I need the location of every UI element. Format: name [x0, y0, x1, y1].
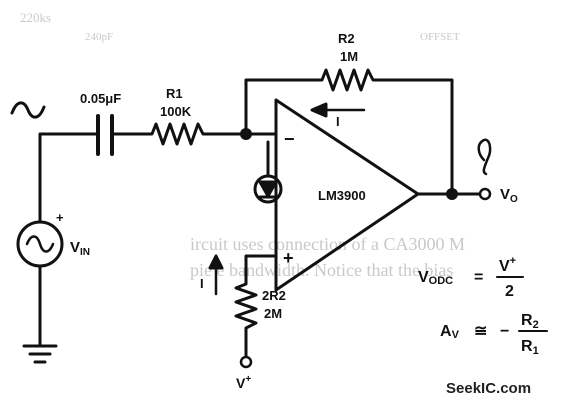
vo-label: VO [500, 186, 518, 205]
output-waveform-symbol [477, 138, 492, 176]
av-denominator: R1 [521, 338, 539, 357]
r1-name: R1 [166, 86, 183, 101]
bleed-through-text: ircuit uses connection of a CA3000 M pie… [20, 10, 465, 280]
current-mirror-diode [253, 140, 283, 204]
av-lhs: AV [440, 323, 460, 341]
watermark: SeekIC.com [446, 380, 531, 397]
vplus-terminal [239, 355, 253, 369]
ground-symbol [22, 344, 58, 364]
av-approx: ≅ [474, 323, 487, 340]
vodc-denominator: 2 [505, 283, 514, 300]
vplus-label: V+ [236, 374, 251, 391]
opamp-label: LM3900 [318, 188, 366, 203]
bias-current-arrow [208, 254, 224, 296]
av-minus: − [500, 323, 509, 340]
inverting-sign: − [284, 129, 295, 149]
bleed-top-right: OFFSET [420, 31, 460, 43]
vodc-lhs: VODC [418, 269, 453, 287]
bias-current-label: I [200, 276, 204, 291]
r2-value: 1M [340, 49, 358, 64]
input-capacitor [96, 114, 142, 156]
vo-terminal [478, 187, 492, 201]
bleed-top-left: 220ks [20, 10, 51, 25]
vodc-numerator: V+ [499, 255, 516, 275]
r3-name: 2R2 [262, 288, 286, 303]
feedback-current-label: I [336, 114, 340, 129]
r2-name: R2 [338, 31, 355, 46]
resistor-2r2 [234, 274, 258, 360]
capacitor-label: 0.05μF [80, 91, 121, 106]
source-plus-sign: + [56, 210, 64, 225]
feedback-current-arrow [310, 102, 366, 118]
bleed-top-mid: 240pF [85, 31, 113, 43]
vin-source [16, 220, 64, 348]
vin-label: VIN [70, 239, 90, 258]
resistor-r2 [310, 68, 384, 92]
bleed-line-1: ircuit uses connection of a CA3000 M [190, 234, 465, 254]
av-numerator: R2 [521, 312, 539, 331]
noninverting-sign: + [283, 248, 294, 268]
ac-input-symbol [10, 101, 46, 119]
bleed-line-2: pie e bandwidth. Notice that the bias [190, 260, 453, 280]
resistor-r1 [138, 122, 212, 146]
noninverting-input-wire [244, 254, 278, 278]
input-wire [38, 132, 100, 224]
r3-value: 2M [264, 306, 282, 321]
vodc-equals: = [474, 269, 483, 286]
opamp-symbol [274, 98, 420, 292]
feedback-wire-left [244, 78, 314, 136]
output-node-dot [446, 188, 458, 200]
r1-value: 100K [160, 104, 192, 119]
feedback-wire-right [380, 78, 454, 196]
summing-node-dot [240, 128, 252, 140]
